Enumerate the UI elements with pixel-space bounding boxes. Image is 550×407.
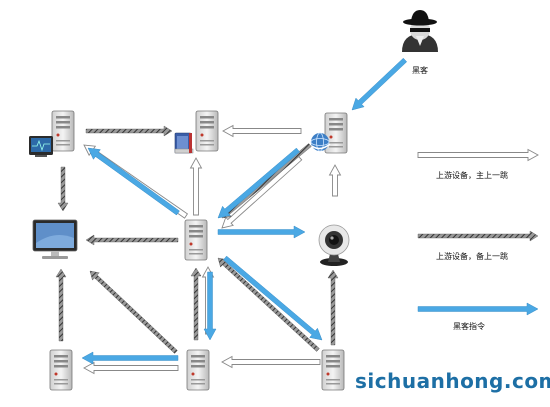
primary-arrow: [221, 155, 303, 229]
backup-arrow: [327, 269, 339, 346]
watermark: sichuanhong.com: [355, 369, 550, 393]
primary-arrow: [189, 157, 203, 216]
backup-arrow: [57, 166, 69, 212]
desktop-monitor-icon: [32, 219, 78, 259]
server-with-monitor-icon: [29, 110, 75, 157]
backup-arrow: [89, 270, 178, 354]
server-icon-bottom-left: [49, 349, 73, 391]
hacker-icon: [402, 10, 438, 52]
legend-command-arrow: [417, 302, 539, 316]
backup-arrows: [55, 125, 339, 354]
backup-arrow: [217, 257, 320, 352]
primary-arrow: [83, 361, 179, 375]
command-arrow: [217, 225, 306, 239]
command-arrow: [351, 57, 408, 111]
backup-arrow: [85, 234, 179, 246]
hacker-label: 黑客: [412, 66, 428, 75]
webcam-icon: [318, 224, 350, 266]
primary-arrow: [222, 124, 302, 138]
backup-arrow: [85, 125, 173, 137]
backup-arrow: [190, 267, 202, 341]
server-icon-bottom-right: [321, 349, 345, 391]
server-with-book-icon: [174, 110, 219, 154]
legend-upstream-backup-label: 上游设备，备上一跳: [436, 252, 508, 261]
command-arrow: [217, 147, 300, 219]
command-arrow: [87, 147, 180, 216]
legend-upstream-primary-label: 上游设备，主上一跳: [436, 171, 508, 180]
legend-backup-arrow: [417, 230, 539, 242]
command-arrow: [81, 351, 179, 365]
server-with-globe-icon: [310, 112, 348, 154]
legend-arrows: [417, 148, 539, 316]
legend-hacker-command-label: 黑客指令: [453, 322, 485, 331]
backup-arrow: [55, 268, 67, 342]
server-icon-center: [184, 219, 208, 261]
legend-primary-arrow: [417, 148, 539, 162]
primary-arrow: [221, 355, 321, 369]
command-arrow: [223, 255, 323, 341]
primary-arrow: [328, 164, 342, 197]
command-arrow: [203, 271, 217, 341]
command-arrows: [81, 57, 408, 365]
server-icon-bottom-middle: [186, 349, 210, 391]
